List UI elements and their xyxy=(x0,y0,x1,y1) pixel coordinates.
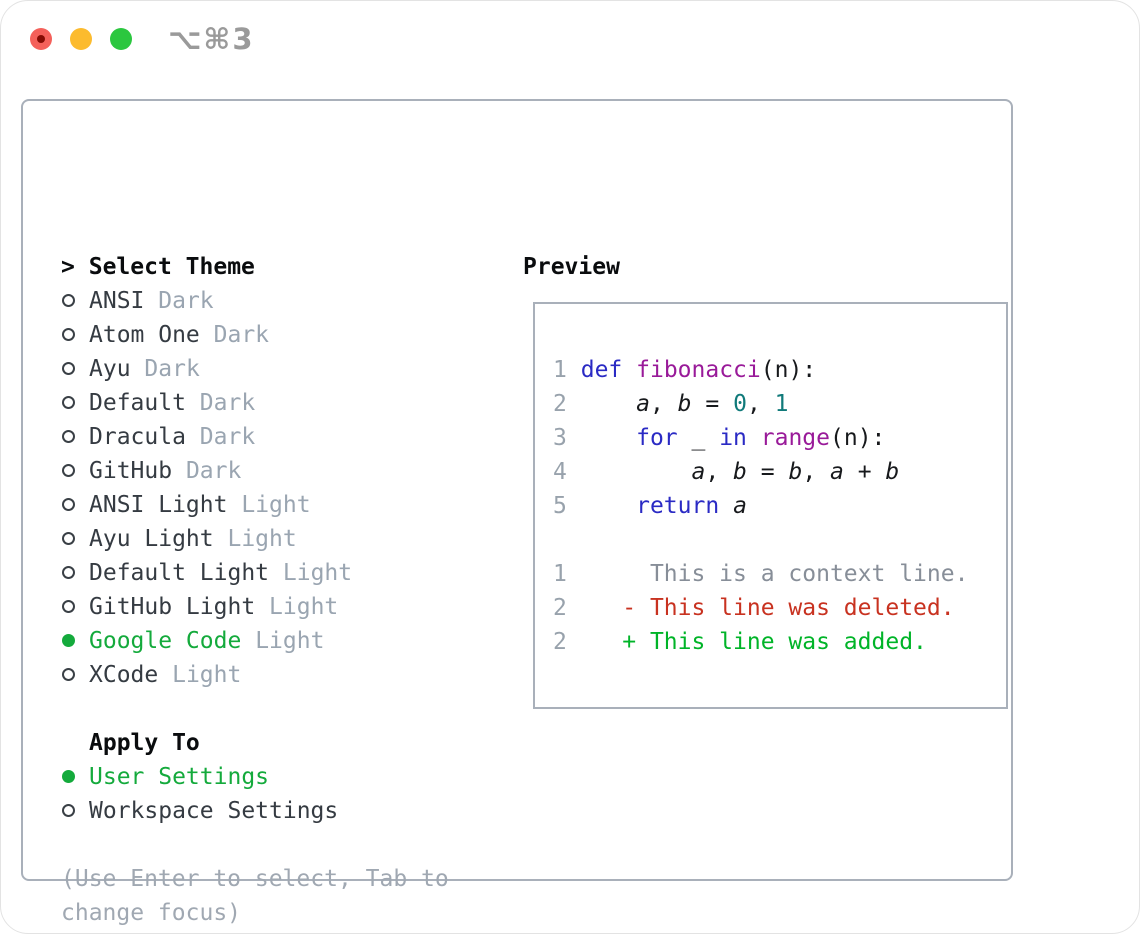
gap xyxy=(61,692,449,726)
preview-line: 1 def fibonacci(n): xyxy=(553,357,817,383)
theme-option-ayu[interactable]: Ayu Dark xyxy=(61,352,449,386)
apply-option-workspace-settings[interactable]: Workspace Settings xyxy=(61,794,449,828)
theme-option-ansi[interactable]: ANSI Dark xyxy=(61,284,449,318)
minimize-button[interactable] xyxy=(70,28,92,50)
theme-option-label: GitHub xyxy=(89,458,173,484)
selected-radio-icon xyxy=(61,760,89,794)
preview-line: 3 for _ in range(n): xyxy=(553,425,886,451)
theme-option-github[interactable]: GitHub Dark xyxy=(61,454,449,488)
select-theme-title: Select Theme xyxy=(88,254,255,280)
theme-option-google-code[interactable]: Google Code Light xyxy=(61,624,449,658)
radio-icon xyxy=(61,284,89,318)
theme-option-label: Google Code xyxy=(89,628,242,654)
help-hint-line-1: (Use Enter to select, Tab to xyxy=(61,866,449,892)
gap xyxy=(61,828,449,862)
theme-option-ansi-light[interactable]: ANSI Light Light xyxy=(61,488,449,522)
radio-icon xyxy=(61,454,89,488)
preview-line: 1 This is a context line. xyxy=(553,561,969,587)
theme-variant-tag: Dark xyxy=(144,356,200,382)
theme-variant-tag: Dark xyxy=(199,390,256,416)
preview-lines: 1 def fibonacci(n): 2 a, b = 0, 1 3 for _ … xyxy=(553,353,1006,659)
preview-box: 1 def fibonacci(n): 2 a, b = 0, 1 3 for _ … xyxy=(533,302,1008,709)
radio-icon xyxy=(61,556,89,590)
preview-line: 2 a, b = 0, 1 xyxy=(553,391,789,417)
apply-option-label: User Settings xyxy=(89,764,270,790)
theme-option-default-light[interactable]: Default Light Light xyxy=(61,556,449,590)
theme-option-atom-one[interactable]: Atom One Dark xyxy=(61,318,449,352)
zoom-button[interactable] xyxy=(110,28,132,50)
radio-icon xyxy=(61,318,89,352)
apply-option-user-settings[interactable]: User Settings xyxy=(61,760,449,794)
theme-variant-tag: Light xyxy=(282,560,353,586)
theme-variant-tag: Dark xyxy=(158,288,214,314)
theme-variant-tag: Light xyxy=(269,594,339,620)
preview-blank-line xyxy=(553,523,1006,557)
radio-icon xyxy=(61,658,89,692)
theme-option-dracula[interactable]: Dracula Dark xyxy=(61,420,449,454)
radio-icon xyxy=(61,488,89,522)
selected-radio-icon xyxy=(61,624,89,658)
theme-variant-tag: Light xyxy=(255,628,325,654)
theme-option-label: Default xyxy=(89,390,186,416)
apply-to-header: Apply To xyxy=(61,726,449,760)
theme-option-label: XCode xyxy=(89,662,159,688)
theme-variant-tag: Dark xyxy=(199,424,256,450)
theme-option-label: ANSI Light xyxy=(89,492,228,518)
radio-icon xyxy=(61,420,89,454)
close-dot-icon xyxy=(37,35,45,43)
theme-option-label: GitHub Light xyxy=(89,594,256,620)
theme-option-label: Ayu Light xyxy=(89,526,214,552)
apply-to-title: Apply To xyxy=(89,730,200,756)
theme-option-ayu-light[interactable]: Ayu Light Light xyxy=(61,522,449,556)
theme-variant-tag: Dark xyxy=(185,458,242,484)
radio-icon xyxy=(61,590,89,624)
theme-option-label: ANSI xyxy=(89,288,145,314)
theme-option-label: Dracula xyxy=(89,424,186,450)
theme-variant-tag: Light xyxy=(241,492,311,518)
preview-line: 2 - This line was deleted. xyxy=(553,595,955,621)
focus-prompt-icon: > xyxy=(61,254,75,280)
window-shortcut-label: ⌥⌘3 xyxy=(168,22,255,56)
radio-icon xyxy=(61,522,89,556)
close-button[interactable] xyxy=(30,28,52,50)
theme-variant-tag: Light xyxy=(172,662,242,688)
radio-icon xyxy=(61,386,89,420)
theme-variant-tag: Dark xyxy=(213,322,270,348)
radio-icon xyxy=(61,352,89,386)
theme-option-label: Atom One xyxy=(89,322,200,348)
preview-line: 5 return a xyxy=(553,493,747,519)
theme-option-xcode[interactable]: XCode Light xyxy=(61,658,449,692)
help-hint-line-2: change focus) xyxy=(61,900,242,926)
radio-icon xyxy=(61,794,89,828)
theme-variant-tag: Light xyxy=(227,526,297,552)
select-theme-header: > Select Theme xyxy=(61,250,449,284)
indent xyxy=(61,726,89,760)
preview-title: Preview xyxy=(523,254,620,280)
theme-option-label: Default Light xyxy=(89,560,270,586)
theme-option-default[interactable]: Default Dark xyxy=(61,386,449,420)
theme-option-github-light[interactable]: GitHub Light Light xyxy=(61,590,449,624)
apply-option-label: Workspace Settings xyxy=(89,798,339,824)
theme-option-label: Ayu xyxy=(89,356,131,382)
preview-line: 4 a, b = b, a + b xyxy=(553,459,900,485)
preview-line: 2 + This line was added. xyxy=(553,629,927,655)
